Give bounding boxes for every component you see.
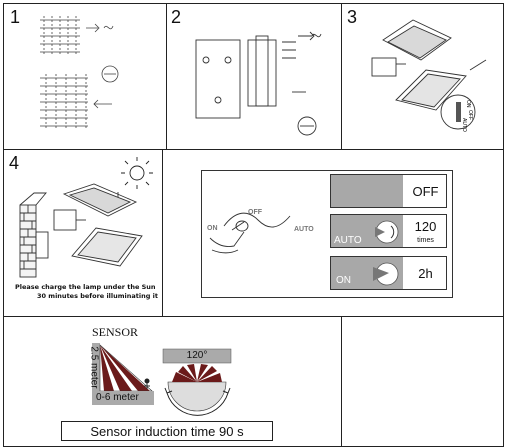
panel-step-1 [3, 3, 167, 150]
mode-row-auto-label: AUTO [334, 235, 362, 246]
sensor-induction-time-text: Sensor induction time 90 s [90, 424, 244, 439]
step-number-2: 2 [171, 7, 182, 27]
mode-row-auto-value: 120 [414, 219, 437, 234]
sensor-angle-label: 120° [186, 350, 208, 361]
step-number-1: 1 [10, 7, 21, 27]
mode-row-off-swatch [331, 175, 403, 207]
sensor-distance-label: 0-6 meter [96, 392, 139, 403]
mode-switch-label-auto: AUTO [294, 226, 314, 233]
step3-switch-label-on: ON [465, 100, 471, 108]
panel-empty [341, 316, 504, 447]
mode-switch-label-on: ON [207, 225, 218, 232]
motion-sensor-icon [375, 220, 399, 244]
sensor-title: SENSOR [92, 325, 139, 339]
step-number-3: 3 [347, 7, 358, 27]
step4-note-line2: 30 minutes before illuminating it [37, 292, 158, 300]
step4-note-line1: Please charge the lamp under the Sun [15, 283, 156, 291]
step3-switch-label-auto: AUTO [461, 118, 467, 132]
screw-group-upper [40, 16, 80, 56]
mode-row-on-value: 2h [418, 266, 433, 281]
step4-charge-note: Please charge the lamp under the Sun 30 … [15, 283, 163, 301]
mode-panel-frame [201, 170, 453, 298]
panel-step-2 [166, 3, 342, 150]
mode-row-off-value: OFF [412, 184, 439, 199]
mode-row-on-label: ON [336, 275, 351, 286]
mode-switch-label-off: OFF [248, 209, 263, 216]
mode-row-auto: AUTO 120 times [330, 214, 447, 248]
step-number-4: 4 [9, 153, 20, 173]
lamp-on-icon [373, 262, 399, 286]
sensor-induction-time: Sensor induction time 90 s [61, 421, 273, 441]
sensor-height-label: 2.5 meter [88, 346, 100, 389]
mode-row-on: ON 2h [330, 256, 447, 290]
mode-row-off: OFF [330, 174, 447, 208]
mode-row-auto-sub: times [417, 237, 434, 244]
step3-switch-label-off: OFF [467, 110, 473, 120]
sun-icon [121, 157, 153, 189]
screw-group-lower [40, 74, 88, 130]
